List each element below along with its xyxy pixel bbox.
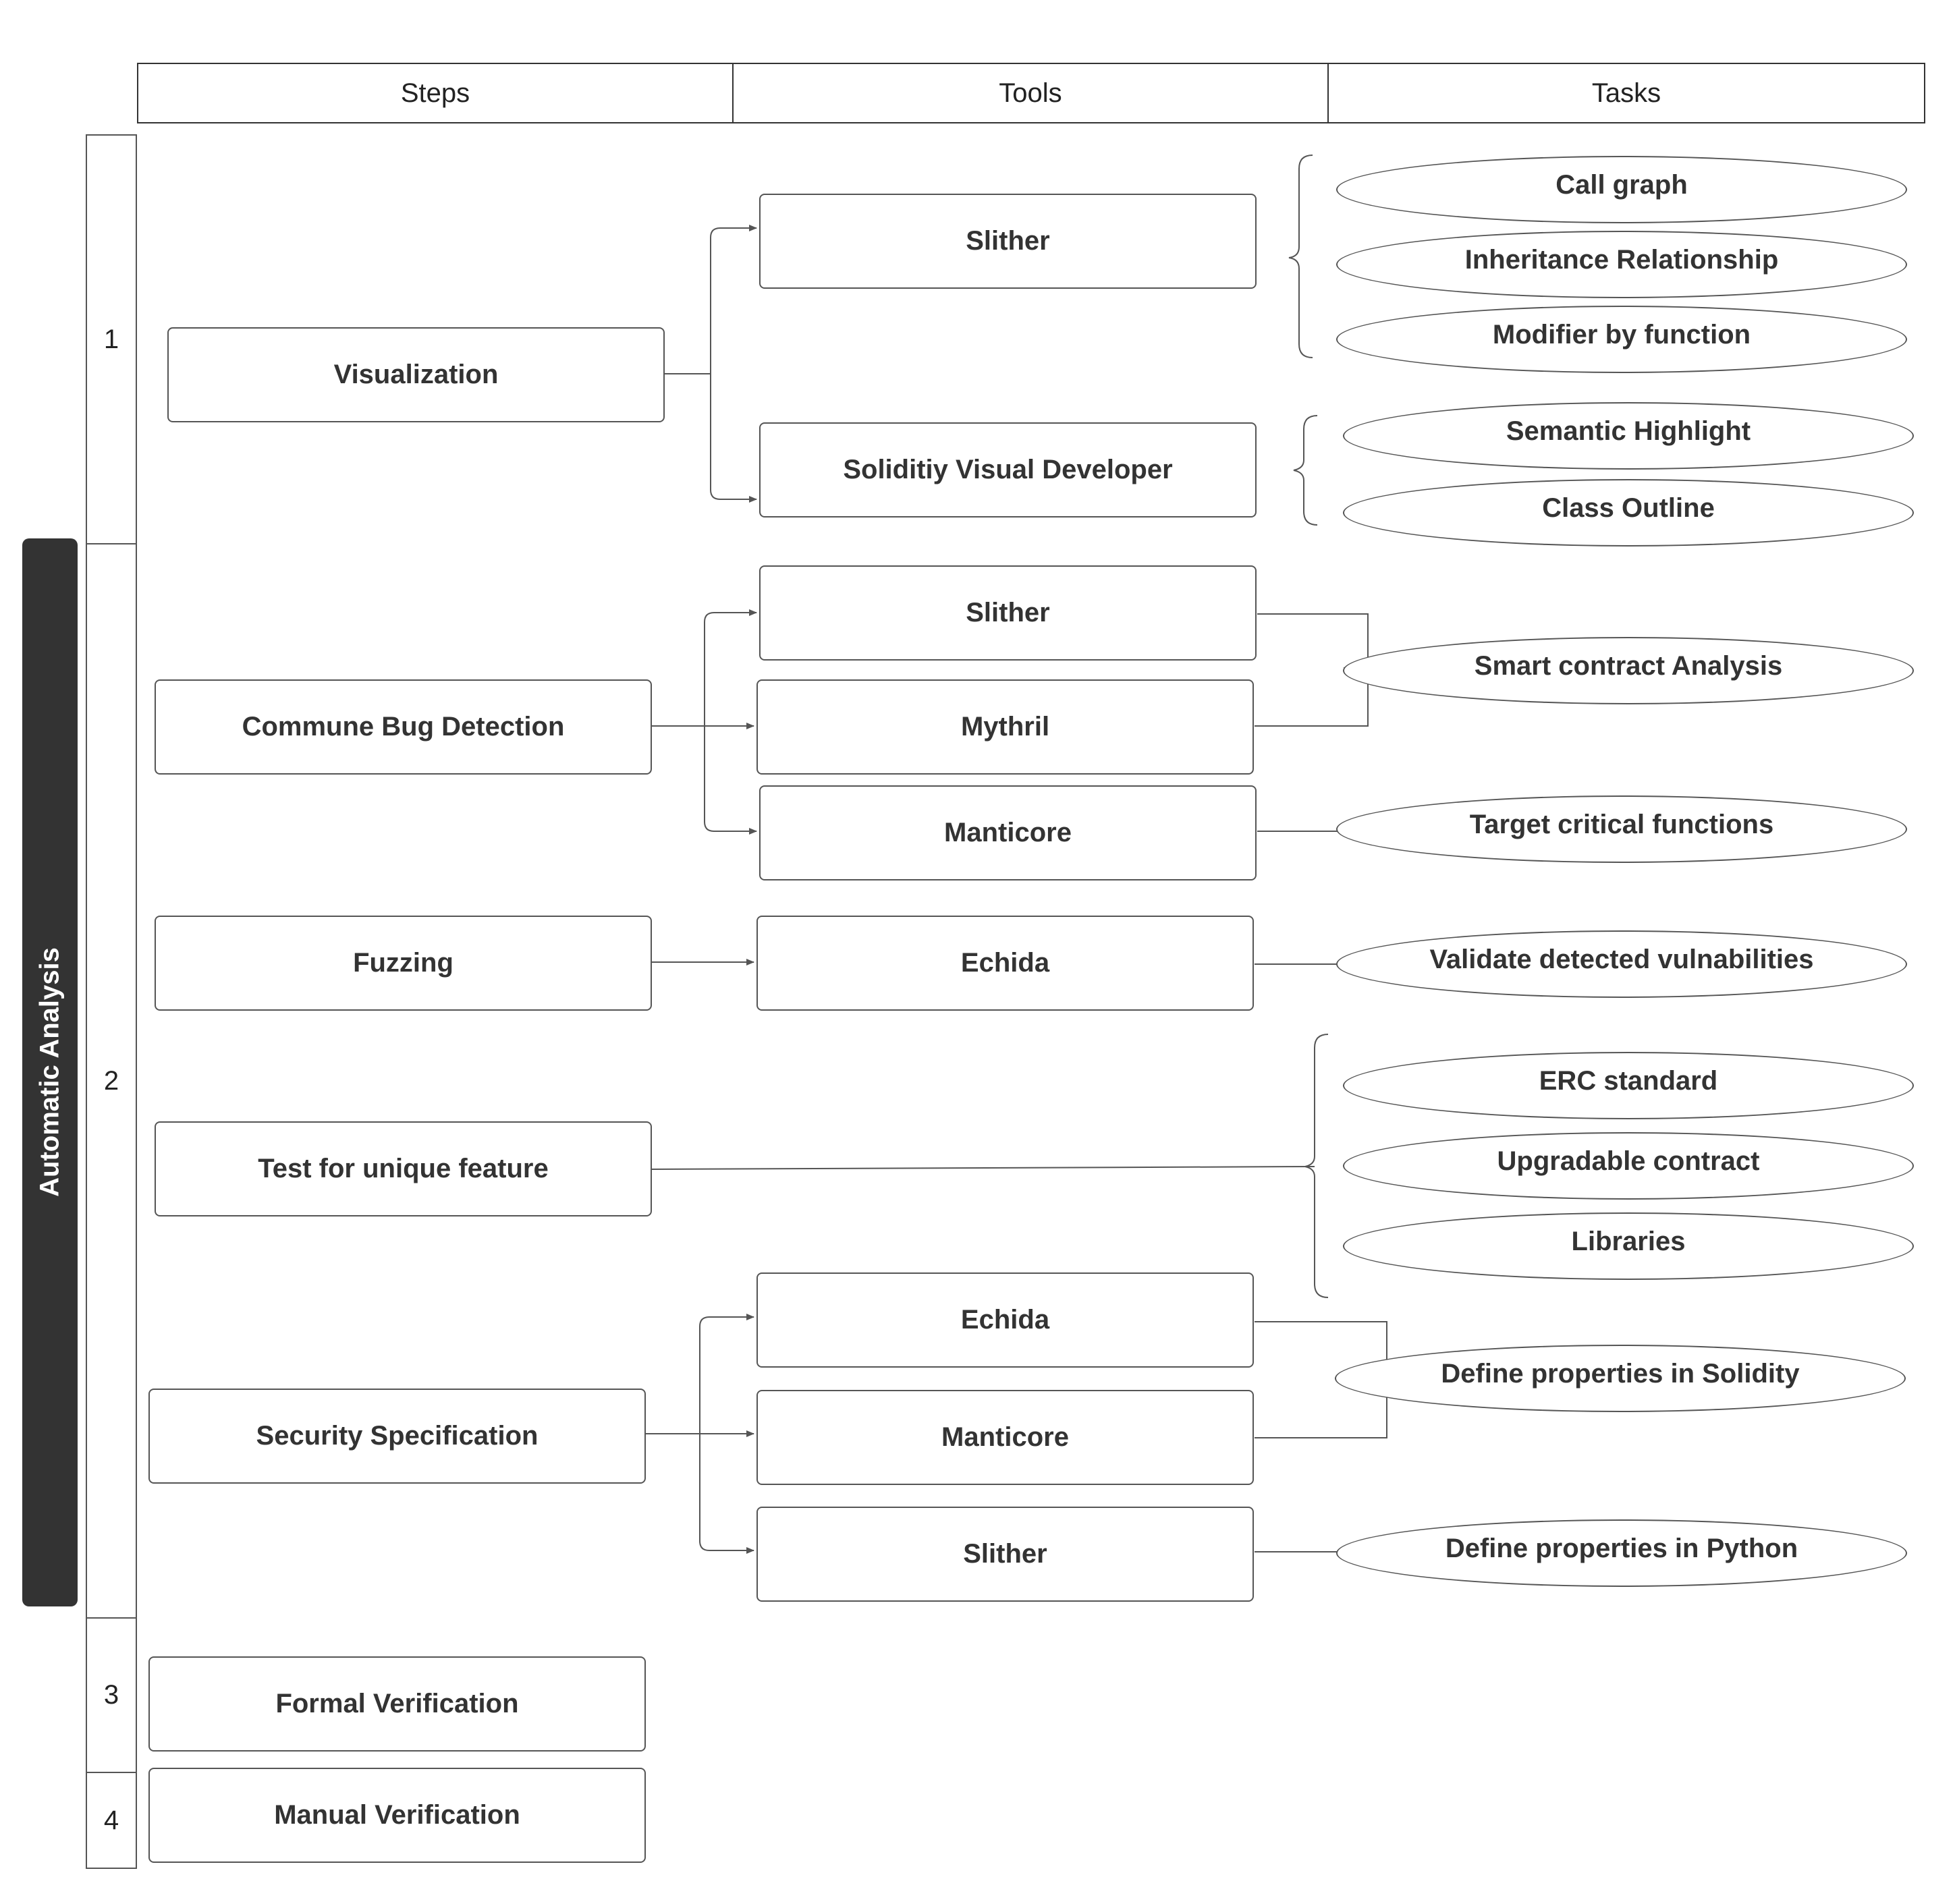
- task-define-properties-python: Define properties in Python: [1336, 1519, 1907, 1587]
- tool-manticore: Manticore: [756, 1390, 1254, 1485]
- task-target-critical-functions: Target critical functions: [1336, 795, 1907, 863]
- step-commune-bug-detection: Commune Bug Detection: [155, 679, 652, 775]
- task-upgradable-contract: Upgradable contract: [1343, 1132, 1914, 1200]
- tool-mythril: Mythril: [756, 679, 1254, 775]
- header-tools: Tools: [732, 63, 1329, 123]
- task-validate-detected-vulnerabilities: Validate detected vulnabilities: [1336, 930, 1907, 998]
- side-label-bar: [22, 538, 78, 1606]
- header-steps: Steps: [137, 63, 734, 123]
- task-libraries: Libraries: [1343, 1212, 1914, 1280]
- step-formal-verification: Formal Verification: [148, 1656, 646, 1752]
- tool-slither: Slither: [756, 1507, 1254, 1602]
- step-fuzzing: Fuzzing: [155, 916, 652, 1011]
- row-number-2: 2: [86, 543, 137, 1619]
- tool-echidna: Echida: [756, 1272, 1254, 1368]
- step-security-specification: Security Specification: [148, 1389, 646, 1484]
- header-tasks: Tasks: [1327, 63, 1925, 123]
- task-call-graph: Call graph: [1336, 156, 1907, 223]
- task-semantic-highlight: Semantic Highlight: [1343, 402, 1914, 470]
- task-class-outline: Class Outline: [1343, 479, 1914, 547]
- tool-slither: Slither: [759, 194, 1257, 289]
- task-smart-contract-analysis: Smart contract Analysis: [1343, 637, 1914, 704]
- task-erc-standard: ERC standard: [1343, 1052, 1914, 1119]
- task-modifier-by-function: Modifier by function: [1336, 306, 1907, 373]
- tool-manticore: Manticore: [759, 785, 1257, 880]
- tool-slither: Slither: [759, 565, 1257, 661]
- task-define-properties-solidity: Define properties in Solidity: [1335, 1345, 1906, 1412]
- task-inheritance-relationship: Inheritance Relationship: [1336, 231, 1907, 298]
- tool-solidity-visual-developer: Soliditiy Visual Developer: [759, 422, 1257, 517]
- tool-echidna: Echida: [756, 916, 1254, 1011]
- step-manual-verification: Manual Verification: [148, 1768, 646, 1863]
- row-number-4: 4: [86, 1772, 137, 1869]
- step-test-unique-feature: Test for unique feature: [155, 1121, 652, 1216]
- step-visualization: Visualization: [167, 327, 665, 422]
